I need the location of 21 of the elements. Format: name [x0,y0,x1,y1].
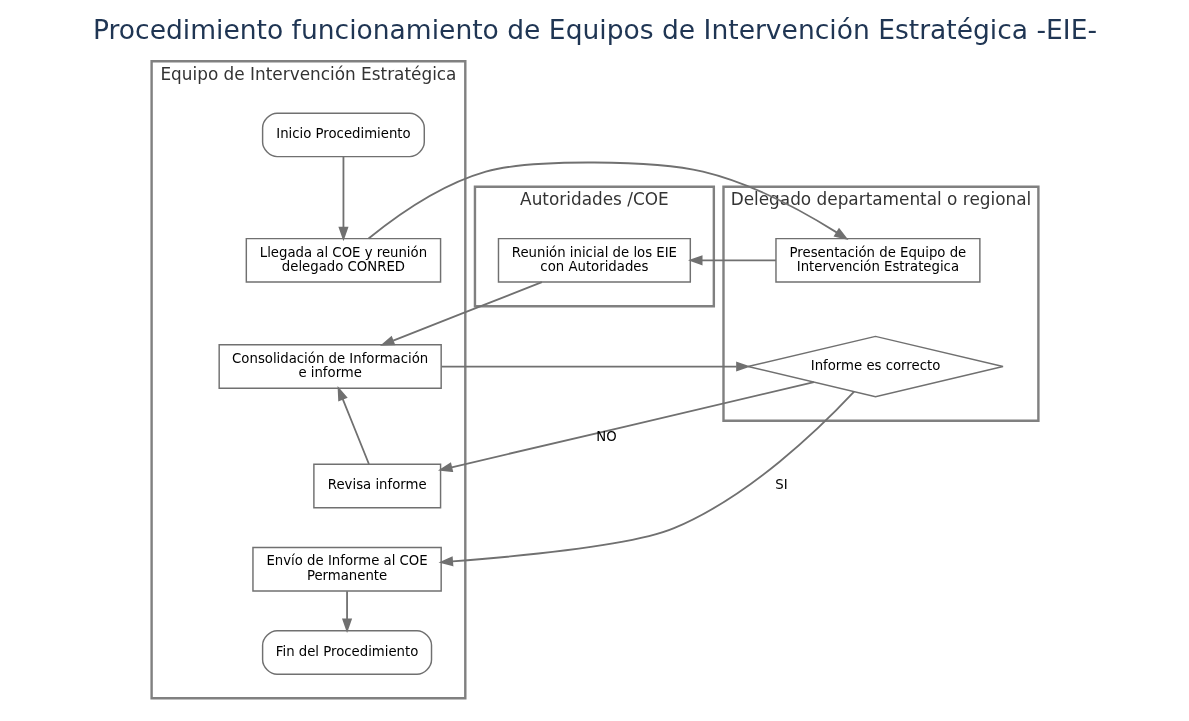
arrow [337,386,370,465]
arrow [337,156,349,242]
arrow [367,161,848,240]
node-box: Consolidación de Información e informe [217,344,442,389]
node-box: Llegada al COE y reunión delegado CONRED [245,237,441,283]
arrow [341,590,352,633]
diagram-title: Procedimiento funcionamiento de Equipos de Intervención Estratégica -EIE- [92,14,1097,46]
arrow [687,255,777,266]
node-box: Presentación de Equipo de Intervención Estrategica [774,237,981,283]
arrow [440,361,751,372]
edge-label: SI [774,477,788,493]
node-box: Reunión inicial de los EIE con Autoridades [497,237,691,283]
arrow [379,281,543,346]
node-box: Fin del Procedimiento [261,630,432,675]
arrow [438,390,855,567]
arrow [437,381,815,473]
node-box: Envío de Informe al COE Permanente [251,546,442,592]
edge-label: NO [595,429,617,445]
node-box: Revisa informe [312,463,441,509]
node-diamond: Informe es correcto [746,335,1004,398]
node-box: Inicio Procedimiento [261,112,425,158]
